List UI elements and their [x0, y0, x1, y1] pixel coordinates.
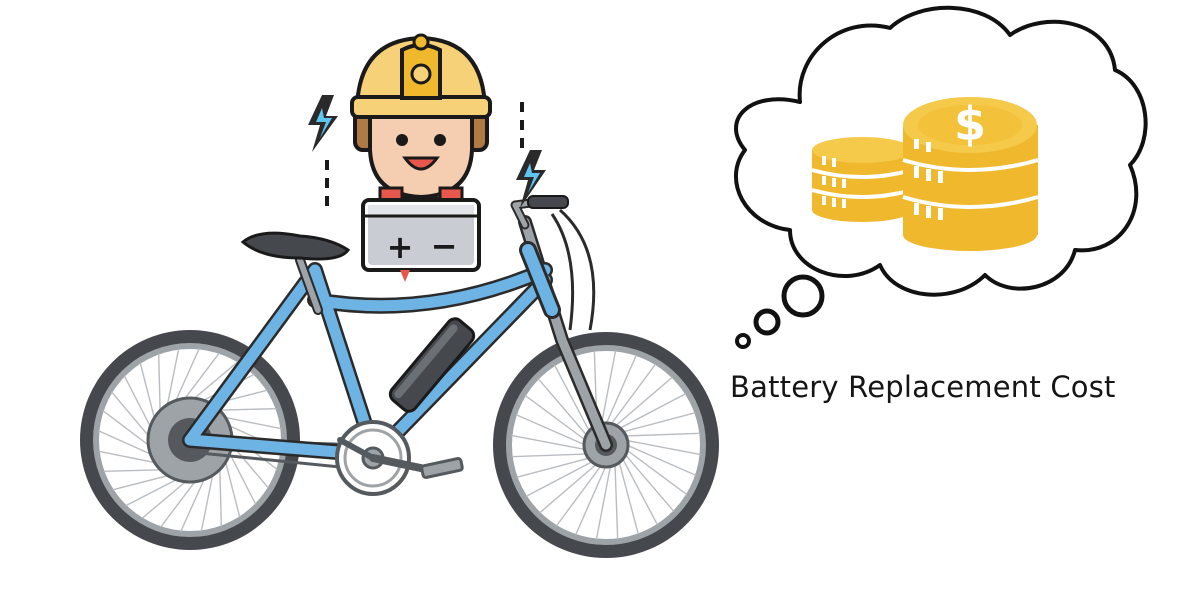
- wheel-spoke: [125, 476, 182, 507]
- front-wheel: [493, 332, 719, 558]
- wheel-spoke: [219, 415, 282, 430]
- wheel-spoke: [525, 456, 601, 498]
- coin-stack-small: [811, 137, 913, 222]
- wheel-spoke: [511, 453, 596, 458]
- wheel-spoke: [524, 394, 593, 446]
- wheel-spoke: [602, 354, 638, 432]
- wheel-spoke: [112, 473, 174, 491]
- wheel-spoke: [223, 456, 241, 518]
- coin-stack-icon: $: [811, 97, 1039, 251]
- wheel-spoke: [616, 432, 701, 437]
- wheel-spoke: [180, 473, 208, 532]
- wheel-spoke: [539, 458, 604, 514]
- thought-dot-large: [781, 274, 825, 318]
- wheel-spoke: [165, 348, 180, 411]
- technician-with-battery-icon: + −: [308, 33, 546, 282]
- wheel-spoke: [516, 455, 598, 479]
- wheel-spoke: [98, 450, 161, 465]
- thought-dot-small: [735, 333, 751, 349]
- wheel-spoke: [616, 453, 640, 535]
- wheel-spoke: [614, 411, 696, 435]
- wheel-spoke: [618, 438, 701, 456]
- battery-icon: + −: [361, 186, 481, 282]
- wheel-spoke: [611, 392, 687, 434]
- wheel-spoke: [102, 410, 154, 450]
- battery-positive-symbol: +: [387, 228, 414, 266]
- thought-dot-medium: [753, 308, 781, 336]
- lightning-bolt-icon: [308, 95, 338, 152]
- crankset: [335, 420, 464, 496]
- coin-stack-large: $: [902, 97, 1039, 251]
- frame-battery: [388, 317, 476, 413]
- wheel-spoke: [608, 376, 673, 432]
- wheel-spoke: [157, 353, 161, 417]
- wheel-spoke: [605, 363, 657, 432]
- wheel-spoke: [160, 476, 200, 528]
- wheel-spoke: [226, 448, 257, 505]
- wheel-spoke: [172, 348, 200, 407]
- wheel-spoke: [515, 413, 593, 449]
- wheel-spoke: [617, 450, 659, 526]
- saddle: [240, 231, 351, 261]
- wheel-spoke: [619, 447, 675, 512]
- wheel-spoke: [555, 458, 607, 527]
- electric-bike-illustration: [80, 195, 719, 558]
- wheel-spoke: [141, 477, 191, 519]
- wheel-spoke: [537, 378, 593, 443]
- wheel-spoke: [614, 455, 619, 540]
- dollar-sign-icon: $: [954, 97, 986, 151]
- wheel-spoke: [219, 463, 223, 527]
- wheel-spoke: [98, 430, 157, 458]
- wheel-spoke: [213, 407, 277, 411]
- lightning-bolt-icon: [516, 150, 546, 208]
- wheel-spoke: [619, 441, 697, 477]
- caption-text: Battery Replacement Cost: [730, 370, 1116, 404]
- wheel-spoke: [111, 391, 153, 441]
- wheel-spoke: [595, 457, 613, 540]
- wheel-spoke: [511, 434, 594, 452]
- wheel-spoke: [139, 362, 157, 424]
- wheel-spoke: [103, 469, 167, 473]
- wheel-spoke: [200, 469, 215, 532]
- wheel-spoke: [553, 364, 595, 440]
- battery-negative-symbol: −: [431, 227, 458, 265]
- wheel-spoke: [619, 444, 688, 496]
- wheel-spoke: [180, 352, 220, 404]
- wheel-spoke: [123, 375, 154, 432]
- wheel-spoke: [189, 361, 239, 403]
- wheel-spoke: [574, 458, 610, 536]
